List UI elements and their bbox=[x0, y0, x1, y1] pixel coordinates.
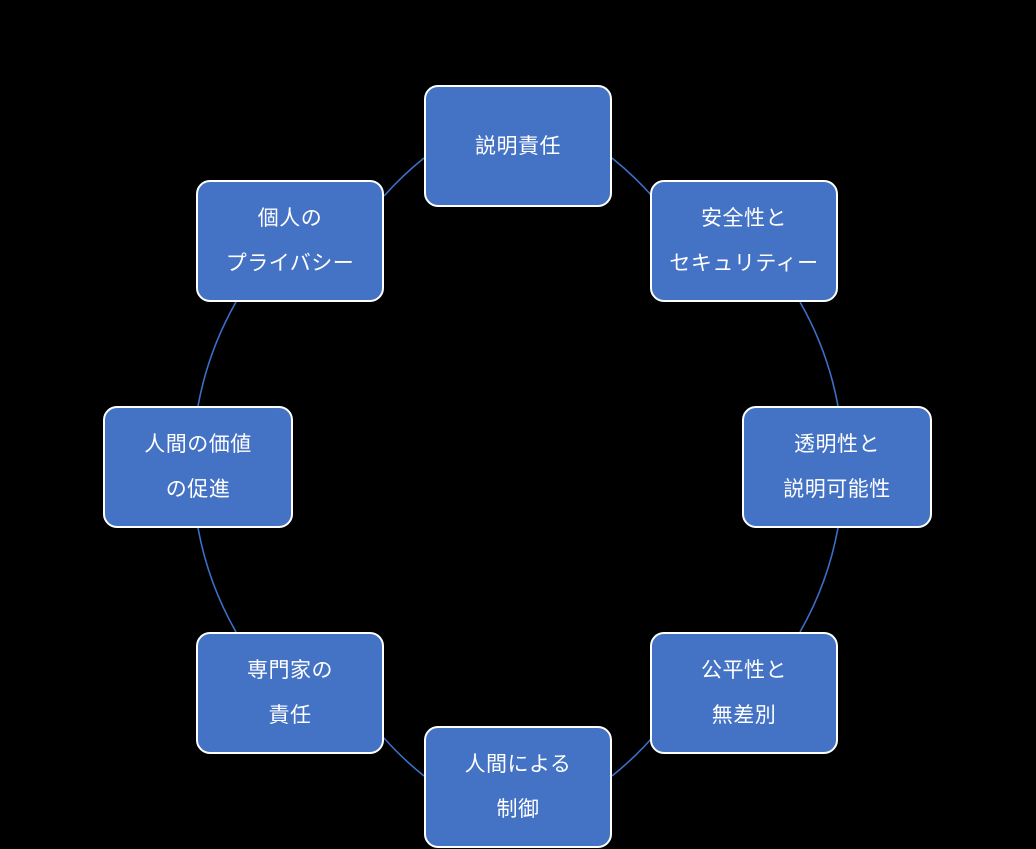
diagram-node-individual-privacy[interactable]: 個人の プライバシー bbox=[196, 180, 384, 302]
node-label-line: 人間による bbox=[464, 753, 572, 776]
node-label-line: 個人の bbox=[257, 207, 323, 230]
diagram-node-transparency-and-explainability[interactable]: 透明性と 説明可能性 bbox=[742, 406, 932, 528]
node-label-line: 説明可能性 bbox=[783, 478, 891, 501]
node-label-line: 責任 bbox=[268, 704, 312, 727]
node-label-line: 透明性と bbox=[794, 433, 880, 456]
node-label-line: 公平性と bbox=[701, 659, 787, 682]
connector-arc-bottom-right bbox=[611, 737, 653, 777]
node-label-line: 人間の価値 bbox=[144, 433, 252, 456]
connector-arc-left-lower bbox=[197, 527, 237, 633]
node-label-line: 説明責任 bbox=[475, 134, 561, 158]
diagram-node-accountability[interactable]: 説明責任 bbox=[424, 85, 612, 207]
diagram-node-human-control[interactable]: 人間による 制御 bbox=[424, 726, 612, 848]
node-label-line: セキュリティー bbox=[669, 252, 819, 275]
connector-arc-bottom-left bbox=[383, 737, 425, 777]
diagram-node-promotion-of-human-values[interactable]: 人間の価値 の促進 bbox=[103, 406, 293, 528]
node-label-line: 制御 bbox=[496, 798, 540, 821]
node-label-line: 安全性と bbox=[701, 207, 787, 230]
diagram-node-professional-responsibility[interactable]: 専門家の 責任 bbox=[196, 632, 384, 754]
connector-arc-top-right bbox=[611, 157, 653, 197]
connector-arc-left-upper bbox=[197, 301, 237, 407]
connector-arc-top-left bbox=[383, 157, 425, 197]
node-label-line: 専門家の bbox=[247, 659, 333, 682]
diagram-node-safety-and-security[interactable]: 安全性と セキュリティー bbox=[650, 180, 838, 302]
node-label-line: 無差別 bbox=[711, 704, 777, 727]
node-label-line: プライバシー bbox=[225, 252, 355, 275]
connector-arc-right-lower bbox=[799, 527, 839, 633]
connector-arc-right-upper bbox=[799, 301, 839, 407]
diagram-node-fairness-and-non-discrimination[interactable]: 公平性と 無差別 bbox=[650, 632, 838, 754]
node-label-line: の促進 bbox=[165, 478, 231, 501]
